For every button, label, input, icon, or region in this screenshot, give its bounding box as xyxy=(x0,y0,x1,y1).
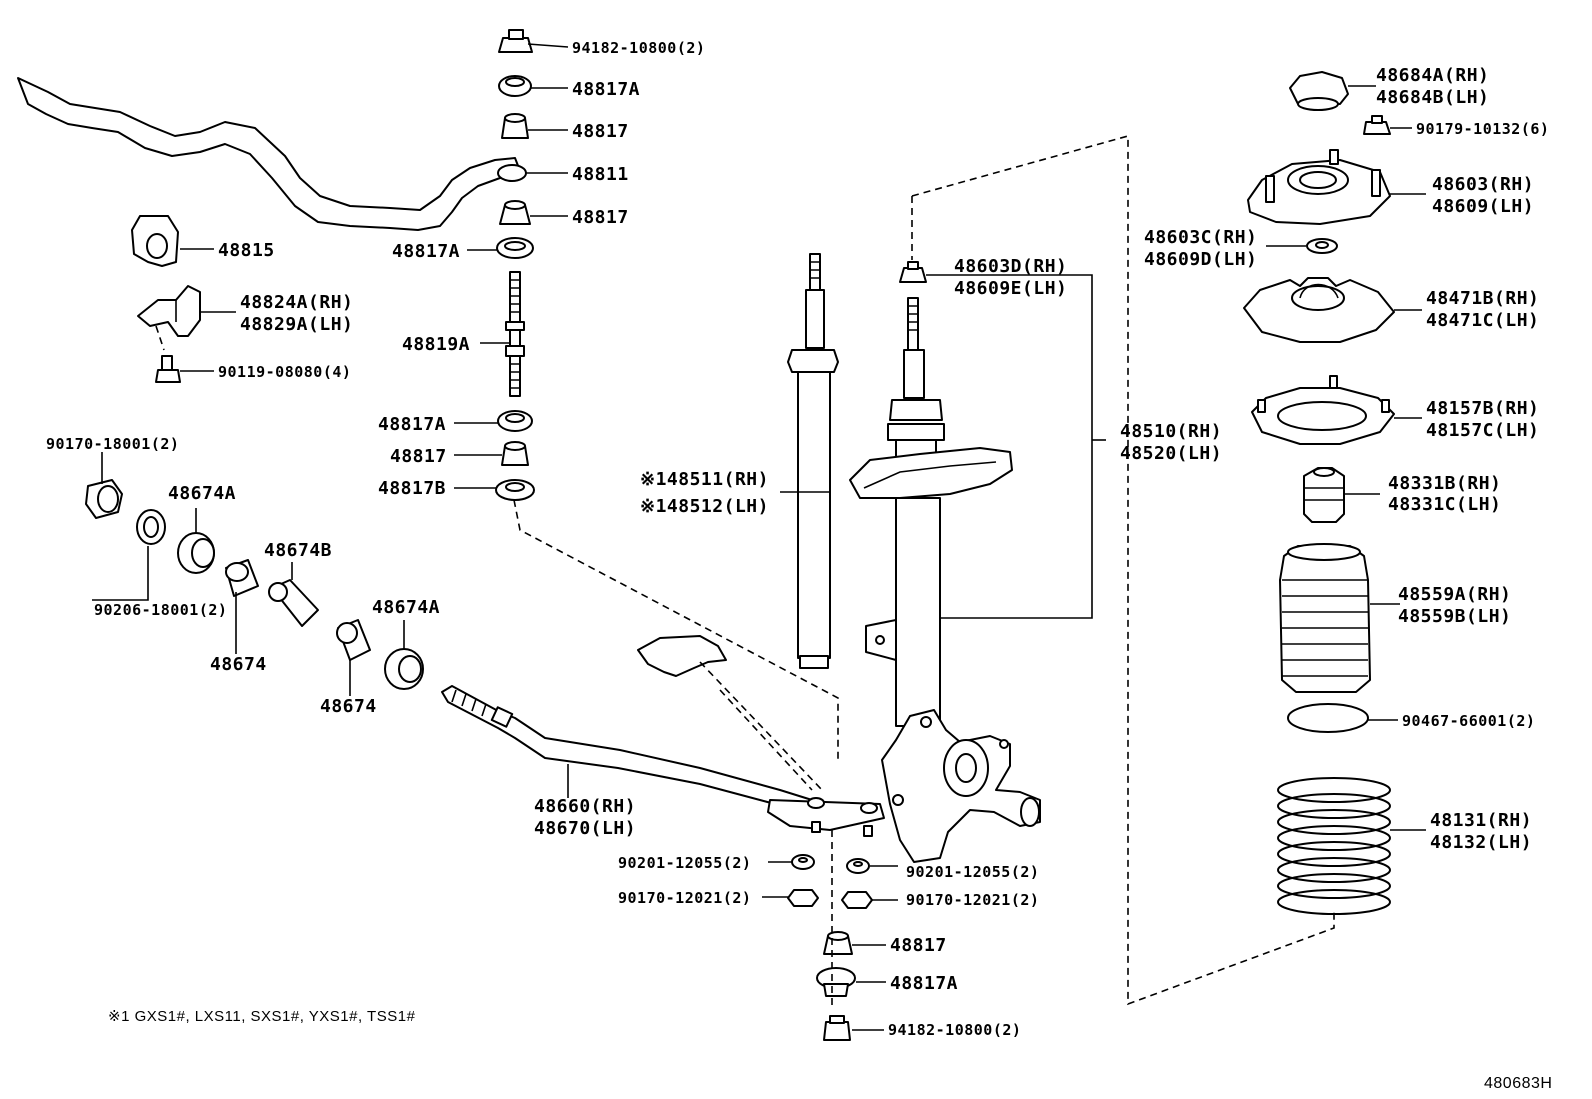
label-48824A: 48824A(RH) xyxy=(240,292,353,313)
diagram-reference-number: 480683H xyxy=(1484,1075,1552,1092)
model-footnote: ※1 GXS1#, LXS11, SXS1#, YXS1#, TSS1# xyxy=(108,1008,416,1025)
label-48817A-4: 48817A xyxy=(890,973,958,994)
label-48603D: 48603D(RH) xyxy=(954,256,1067,277)
label-48819A: 48819A xyxy=(402,334,470,355)
label-90201-12055-left: 90201-12055(2) xyxy=(618,854,751,872)
label-48609D: 48609D(LH) xyxy=(1144,249,1257,270)
label-48670: 48670(LH) xyxy=(534,818,636,839)
stabilizer-bushing-group xyxy=(131,215,201,383)
label-90170-18001: 90170-18001(2) xyxy=(46,435,179,453)
label-48817-4: 48817 xyxy=(890,935,947,956)
body-bracket-outline xyxy=(637,635,727,677)
part-labels: 94182-10800(2) 48817A 48817 48811 48817 … xyxy=(46,39,1549,1039)
label-48674-1: 48674 xyxy=(210,654,267,675)
label-90179-10132: 90179-10132(6) xyxy=(1416,120,1549,138)
label-48817-2: 48817 xyxy=(572,207,629,228)
label-48471C: 48471C(LH) xyxy=(1426,310,1539,331)
label-48674B: 48674B xyxy=(264,540,332,561)
label-48674A-2: 48674A xyxy=(372,597,440,618)
label-48817-3: 48817 xyxy=(390,446,447,467)
label-48603: 48603(RH) xyxy=(1432,174,1534,195)
label-48811: 48811 xyxy=(572,164,629,185)
label-48674-2: 48674 xyxy=(320,696,377,717)
label-48817A-2: 48817A xyxy=(392,241,460,262)
label-48131: 48131(RH) xyxy=(1430,810,1532,831)
label-90467-66001: 90467-66001(2) xyxy=(1402,712,1535,730)
strut-top-nut xyxy=(899,261,927,283)
label-90170-12021-left: 90170-12021(2) xyxy=(618,889,751,907)
label-48511: ※148511(RH) xyxy=(640,469,769,490)
stabilizer-bar xyxy=(17,77,527,231)
label-48817-1: 48817 xyxy=(572,121,629,142)
label-48817A-1: 48817A xyxy=(572,79,640,100)
leader-lines xyxy=(92,43,1426,1031)
label-48609: 48609(LH) xyxy=(1432,196,1534,217)
strut-bar xyxy=(441,685,885,837)
strut-bar-bushings xyxy=(85,479,424,690)
label-94182-10800-top: 94182-10800(2) xyxy=(572,39,705,57)
stabilizer-link-stack xyxy=(495,29,535,501)
label-48603C: 48603C(RH) xyxy=(1144,227,1257,248)
label-48520: 48520(LH) xyxy=(1120,443,1222,464)
label-48815: 48815 xyxy=(218,240,275,261)
label-48660: 48660(RH) xyxy=(534,796,636,817)
label-48512: ※148512(LH) xyxy=(640,496,769,517)
label-48559B: 48559B(LH) xyxy=(1398,606,1511,627)
shock-absorber xyxy=(787,253,839,669)
label-48817A-3: 48817A xyxy=(378,414,446,435)
strut-assembly xyxy=(849,297,1041,863)
label-48331B: 48331B(RH) xyxy=(1388,473,1501,494)
label-90119-08080: 90119-08080(4) xyxy=(218,363,351,381)
label-48510: 48510(RH) xyxy=(1120,421,1222,442)
label-48684B: 48684B(LH) xyxy=(1376,87,1489,108)
label-90201-12055-right: 90201-12055(2) xyxy=(906,863,1039,881)
label-48157B: 48157B(RH) xyxy=(1426,398,1539,419)
label-48684A: 48684A(RH) xyxy=(1376,65,1489,86)
label-48829A: 48829A(LH) xyxy=(240,314,353,335)
label-48132: 48132(LH) xyxy=(1430,832,1532,853)
label-48559A: 48559A(RH) xyxy=(1398,584,1511,605)
label-48471B: 48471B(RH) xyxy=(1426,288,1539,309)
label-48609E: 48609E(LH) xyxy=(954,278,1067,299)
upper-mount-and-spring xyxy=(1243,71,1395,915)
label-90170-12021-right: 90170-12021(2) xyxy=(906,891,1039,909)
label-48157C: 48157C(LH) xyxy=(1426,420,1539,441)
bottom-hardware xyxy=(787,854,873,1041)
label-90206-18001: 90206-18001(2) xyxy=(94,601,227,619)
label-94182-10800-bottom: 94182-10800(2) xyxy=(888,1021,1021,1039)
label-48331C: 48331C(LH) xyxy=(1388,494,1501,515)
label-48817B: 48817B xyxy=(378,478,446,499)
assembly-dash-lines xyxy=(513,134,1335,1010)
label-48674A-1: 48674A xyxy=(168,483,236,504)
